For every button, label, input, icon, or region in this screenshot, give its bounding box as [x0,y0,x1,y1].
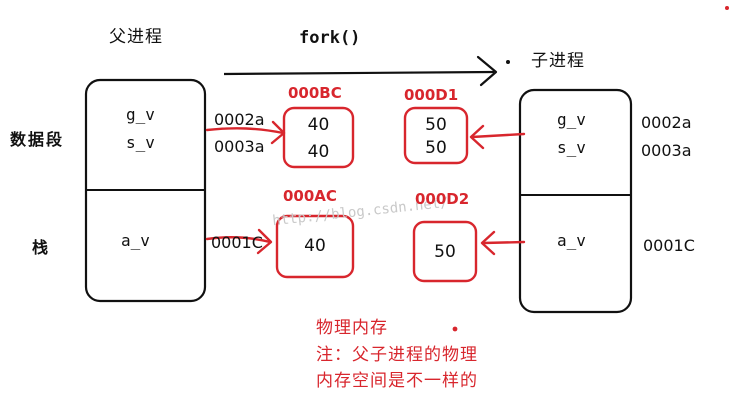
phys-addr-parent-data: 000BC [288,84,342,102]
phys-value-parent-g_v: 40 [307,115,330,135]
parent-addr-s_v: 0003a [214,137,265,156]
phys-addr-child-stack: 000D2 [415,190,470,208]
dot-mark [452,326,458,332]
child-process-label: 子进程 [531,51,585,71]
note-line-2: 内存空间是不一样的 [316,371,478,391]
phys-box-child-stack [412,220,478,283]
parent-var-a_v: a_v [121,231,150,250]
arrow-parent-stack [205,228,273,255]
parent-var-s_v: s_v [126,133,155,152]
note-line-1: 注：父子进程的物理 [316,345,478,365]
child-process-block [518,88,633,314]
phys-box-child-data [403,106,469,165]
physical-memory-label: 物理内存 [316,318,388,338]
child-var-g_v: g_v [557,110,586,129]
fork-arrow [223,55,498,87]
parent-var-g_v: g_v [126,105,155,124]
phys-value-child-s_v: 50 [425,138,447,158]
child-addr-g_v: 0002a [641,113,692,132]
phys-value-parent-s_v: 40 [307,142,330,162]
fork-label: fork() [299,28,361,48]
child-var-s_v: s_v [557,138,586,157]
parent-addr-g_v: 0002a [214,110,265,129]
child-var-a_v: a_v [557,231,586,250]
data-segment-label: 数据段 [10,130,65,149]
phys-value-child-g_v: 50 [425,115,447,135]
child-addr-s_v: 0003a [641,141,692,160]
phys-box-parent-stack [275,214,355,279]
parent-process-label: 父进程 [109,27,163,47]
phys-value-parent-a_v: 40 [304,236,326,256]
dot-mark [506,60,510,64]
phys-value-child-a_v: 50 [434,242,456,262]
dot-mark [725,6,729,10]
arrow-child-data [469,124,526,150]
phys-addr-parent-stack: 000AC [283,187,337,205]
phys-addr-child-data: 000D1 [404,86,459,104]
child-addr-a_v: 0001C [643,236,695,255]
arrow-child-stack [480,230,526,256]
stack-segment-label: 栈 [32,238,51,257]
parent-addr-a_v: 0001C [211,233,263,252]
phys-box-parent-data [282,106,355,169]
arrow-parent-data [205,120,286,145]
